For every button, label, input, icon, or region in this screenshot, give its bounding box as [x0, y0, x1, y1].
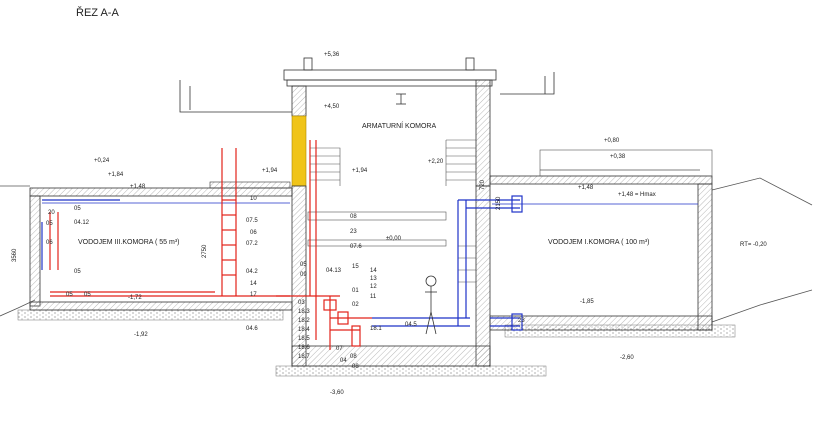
- svg-text:05: 05: [300, 262, 307, 268]
- level-192: -1,92: [134, 332, 148, 338]
- svg-text:10: 10: [250, 196, 257, 202]
- svg-text:15: 15: [352, 264, 359, 270]
- level-184: +1,84: [108, 172, 124, 178]
- svg-text:04.5: 04.5: [405, 322, 417, 328]
- dim-720: 720: [480, 179, 486, 190]
- left-tank: [29, 181, 293, 311]
- svg-text:05: 05: [46, 221, 53, 227]
- right-tank: [489, 149, 713, 331]
- label-right-tank: VODOJEM I.KOMORA ( 100 m³): [548, 239, 650, 246]
- stairs: [307, 139, 476, 283]
- label-left-tank: VODOJEM III.KOMORA ( 55 m³): [78, 239, 180, 246]
- svg-text:18.6: 18.6: [298, 345, 310, 351]
- svg-text:07.5: 07.5: [246, 218, 258, 224]
- svg-text:06: 06: [46, 240, 53, 246]
- level-220: +2,20: [428, 159, 444, 165]
- callouts-center: 10 07.5 06 07.2 04.2 14 17 04.6 08 23 07…: [246, 196, 417, 370]
- svg-text:05: 05: [74, 269, 81, 275]
- svg-text:05: 05: [74, 206, 81, 212]
- svg-text:18.4: 18.4: [298, 327, 310, 333]
- level-148-left: +1,48: [130, 184, 146, 190]
- blue-piping: [41, 195, 523, 331]
- level-roof-top: +5,36: [324, 52, 340, 58]
- svg-text:18.1: 18.1: [370, 326, 382, 332]
- svg-text:07: 07: [336, 346, 343, 352]
- level-024: +0,24: [94, 158, 110, 164]
- svg-text:02: 02: [352, 302, 359, 308]
- svg-text:05: 05: [84, 292, 91, 298]
- svg-text:18.7: 18.7: [298, 354, 310, 360]
- svg-text:20: 20: [48, 210, 55, 216]
- svg-text:14: 14: [370, 268, 377, 274]
- svg-text:18.5: 18.5: [298, 336, 310, 342]
- svg-text:18.2: 18.2: [298, 318, 310, 324]
- svg-text:04.13: 04.13: [326, 268, 342, 274]
- svg-text:08: 08: [350, 354, 357, 360]
- chamber-base: [275, 365, 547, 377]
- roof: [179, 57, 555, 113]
- label-armatura: ARMATURNÍ KOMORA: [362, 121, 436, 130]
- svg-text:18.3: 18.3: [298, 309, 310, 315]
- level-360: -3,60: [330, 390, 344, 396]
- level-hmax: +1,48 = Hmax: [618, 192, 656, 198]
- chamber-wall-right-upper: [475, 79, 491, 187]
- level-185: -1,85: [580, 299, 594, 305]
- svg-text:09: 09: [300, 272, 307, 278]
- svg-text:03: 03: [298, 300, 305, 306]
- svg-text:04: 04: [340, 358, 347, 364]
- svg-text:04.2: 04.2: [246, 269, 258, 275]
- level-080: +0,80: [604, 138, 620, 144]
- svg-text:04.12: 04.12: [74, 220, 90, 226]
- level-260: -2,60: [620, 355, 634, 361]
- human-figure: [425, 275, 437, 335]
- yellow-insulation: [291, 115, 307, 187]
- chamber-wall-right: [475, 185, 491, 367]
- terrain: [0, 169, 813, 323]
- left-base: [17, 309, 284, 321]
- svg-text:01: 01: [352, 288, 359, 294]
- level-rt: RT= -0,20: [740, 242, 767, 248]
- level-marks: +5,36 +4,50 +0,24 +1,84 +1,48 +1,94 +1,9…: [12, 52, 767, 396]
- svg-text:06: 06: [250, 230, 257, 236]
- level-000: ±0,00: [386, 236, 402, 242]
- svg-text:13: 13: [370, 276, 377, 282]
- level-roof-under: +4,50: [324, 104, 340, 110]
- dim-23: 23: [518, 318, 525, 324]
- level-194b: +1,94: [352, 168, 368, 174]
- svg-text:23: 23: [350, 229, 357, 235]
- dim-3560: 3560: [12, 248, 18, 262]
- dim-2150: 2150: [496, 196, 502, 210]
- svg-text:05: 05: [66, 292, 73, 298]
- level-148-right: +1,48: [578, 185, 594, 191]
- svg-text:08: 08: [352, 364, 359, 370]
- chamber-wall-left-upper: [291, 85, 307, 117]
- svg-text:04.6: 04.6: [246, 326, 258, 332]
- svg-text:11: 11: [370, 294, 377, 300]
- callouts-left: 05 04.12 05 05 06 05 05 20: [46, 206, 91, 298]
- red-piping: [49, 140, 372, 350]
- chamber-floor: [291, 345, 491, 367]
- svg-text:17: 17: [250, 292, 257, 298]
- level-038: +0,38: [610, 154, 626, 160]
- level-172: -1,72: [128, 295, 142, 301]
- dim-2750: 2750: [202, 244, 208, 258]
- level-194a: +1,94: [262, 168, 278, 174]
- svg-text:08: 08: [350, 214, 357, 220]
- svg-text:07.2: 07.2: [246, 241, 258, 247]
- svg-text:14: 14: [250, 281, 257, 287]
- svg-text:07.6: 07.6: [350, 244, 362, 250]
- svg-text:12: 12: [370, 284, 377, 290]
- drawing-title: ŘEZ A-A: [76, 6, 119, 19]
